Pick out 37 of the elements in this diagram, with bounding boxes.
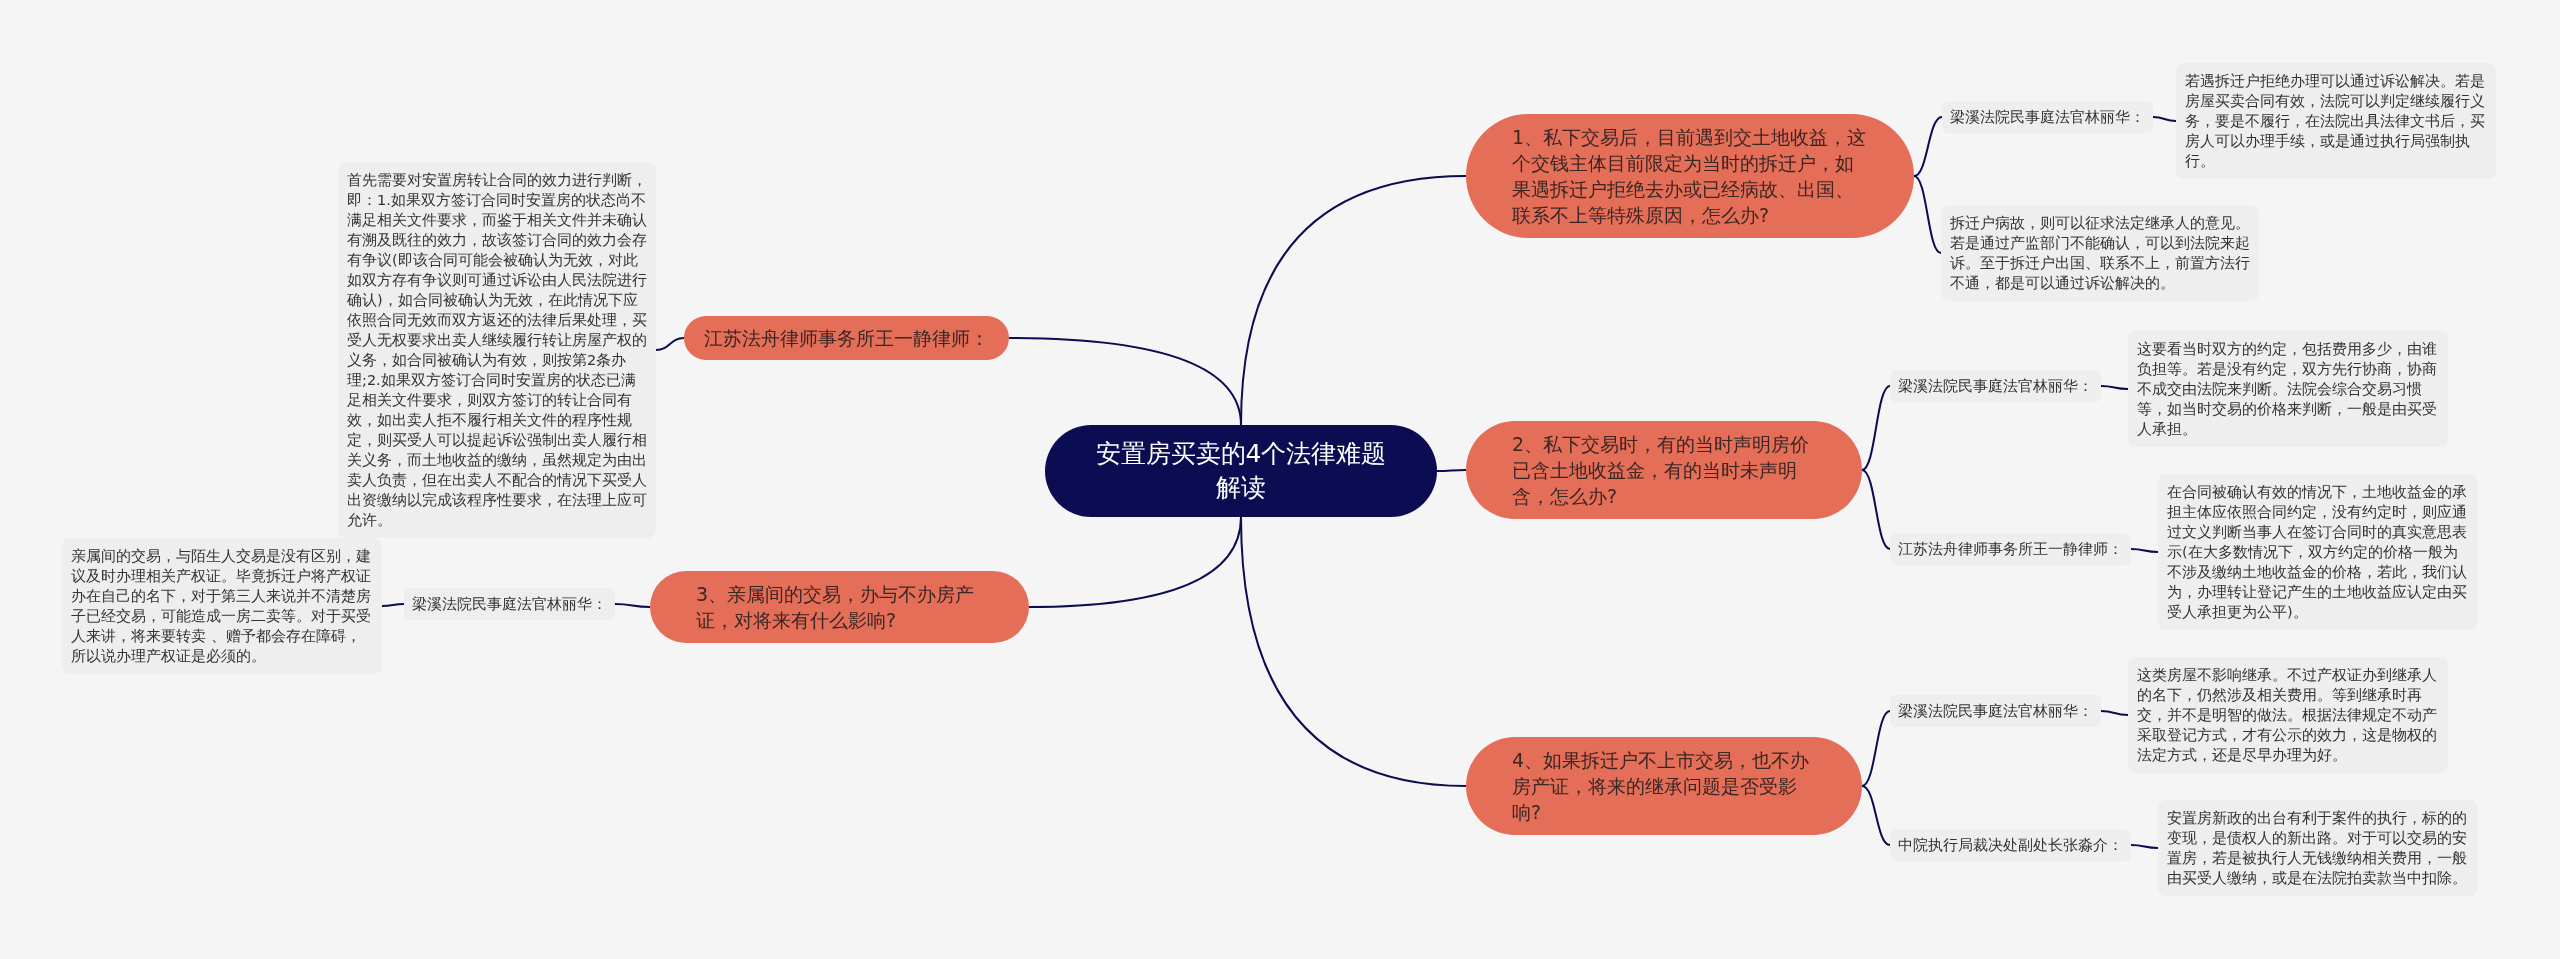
speaker-label: 梁溪法院民事庭法官林丽华： [404, 588, 615, 620]
branch-line [655, 337, 685, 351]
answer-note: 若遇拆迁户拒绝办理可以通过诉讼解决。若是房屋买卖合同有效，法院可以判定继续履行义务，要是不履行，在法院出具法律文书后，买房人可以办理手续，或是通过执行局强制执行。 [2176, 63, 2496, 179]
speaker-label: 中院执行局裁决处副处长张淼介： [1890, 829, 2131, 861]
branch-line [2100, 710, 2129, 716]
branch-line [1913, 116, 1943, 177]
branch-line [1436, 469, 1467, 472]
speaker-label: 梁溪法院民事庭法官林丽华： [1942, 101, 2153, 133]
branch-line [2152, 116, 2177, 122]
branch-line [2130, 844, 2159, 849]
answer-note: 这类房屋不影响继承。不过产权证办到继承人的名下，仍然涉及相关费用。等到继承时再交，并不是明智的做法。根据法律规定不动产采取登记方式，才有公示的效力，这是物权的法定方式，还是尽早办理为好。 [2128, 657, 2448, 773]
topic-bubble: 2、私下交易时，有的当时声明房价已含土地收益金，有的当时未声明含，怎么办? [1466, 421, 1862, 519]
speaker-label: 梁溪法院民事庭法官林丽华： [1890, 695, 2101, 727]
central-topic: 安置房买卖的4个法律难题解读 [1045, 425, 1437, 517]
branch-line [1913, 175, 1942, 254]
branch-line [1028, 516, 1242, 608]
branch-line [1861, 385, 1891, 471]
branch-line [1008, 337, 1242, 426]
branch-line [2130, 548, 2159, 553]
answer-note: 安置房新政的出台有利于案件的执行，标的的变现，是债权人的新出路。对于可以交易的安置房，若是被执行人无钱缴纳相关费用，一般由买受人缴纳，或是在法院拍卖款当中扣除。 [2158, 800, 2478, 896]
answer-note: 这要看当时双方的约定，包括费用多少，由谁负担等。若是没有约定，双方先行协商，协商不成交由法院来判断。法院会综合交易习惯等，如当时交易的价格来判断，一般是由买受人承担。 [2128, 331, 2448, 447]
branch-line [1861, 469, 1891, 550]
subtopic-bubble: 江苏法舟律师事务所王一静律师： [684, 316, 1009, 360]
branch-line [2100, 385, 2129, 390]
branch-line [614, 603, 651, 608]
topic-bubble: 4、如果拆迁户不上市交易，也不办房产证，将来的继承问题是否受影响? [1466, 737, 1862, 835]
answer-note: 首先需要对安置房转让合同的效力进行判断，即：1.如果双方签订合同时安置房的状态尚不满足相关文件要求，而鉴于相关文件并未确认有溯及既往的效力，故该签订合同的效力会存有争议(即该合同可能会被确认为无效，对此如双方存有争议则可通过诉讼由人民法院进行确认)，如合同被确认为无效，在此情况下应依照合同无效而双方返还的法律后果处理，买受人无权要求出卖人继续履行转让房屋产权的义务，如合同被确认为有效，则按第2条办理;2.如果双方签订合同时安置房的状态已满足相关文件要求，则双方签订的转让合同有效，如出卖人拒不履行相关文件的程序性规定，则买受人可以提起诉讼强制出卖人履行相关义务，而土地收益的缴纳，虽然规定为由出卖人负责，但在出卖人不配合的情况下买受人出资缴纳以完成该程序性要求，在法理上应可允许。 [338, 162, 656, 538]
branch-line [1861, 710, 1891, 787]
speaker-label: 梁溪法院民事庭法官林丽华： [1890, 370, 2101, 402]
topic-bubble: 1、私下交易后，目前遇到交土地收益，这个交钱主体目前限定为当时的拆迁户，如果遇拆迁户拒绝去办或已经病故、出国、联系不上等特殊原因，怎么办? [1466, 114, 1914, 238]
answer-note: 拆迁户病故，则可以征求法定继承人的意见。若是通过产监部门不能确认，可以到法院来起诉。至于拆迁户出国、联系不上，前置方法行不通，都是可以通过诉讼解决的。 [1941, 205, 2259, 301]
topic-bubble: 3、亲属间的交易，办与不办房产证，对将来有什么影响? [650, 571, 1029, 643]
branch-line [381, 603, 405, 607]
answer-note: 亲属间的交易，与陌生人交易是没有区别，建议及时办理相关产权证。毕竟拆迁户将产权证办在自己的名下，对于第三人来说并不清楚房子已经交易，可能造成一房二卖等。对于买受人来讲，将来要转卖 、赠予都会存在障碍，所以说办理产权证是必须的。 [62, 538, 382, 674]
answer-note: 在合同被确认有效的情况下，土地收益金的承担主体应依照合同约定，没有约定时，则应通过文义判断当事人在签订合同时的真实意思表示(在大多数情况下，双方约定的价格一般为不涉及缴纳土地收益金的价格，若此，我们认为，办理转让登记产生的土地收益应认定由买受人承担更为公平)。 [2158, 474, 2478, 630]
speaker-label: 江苏法舟律师事务所王一静律师： [1890, 533, 2131, 565]
branch-line [1861, 785, 1891, 846]
